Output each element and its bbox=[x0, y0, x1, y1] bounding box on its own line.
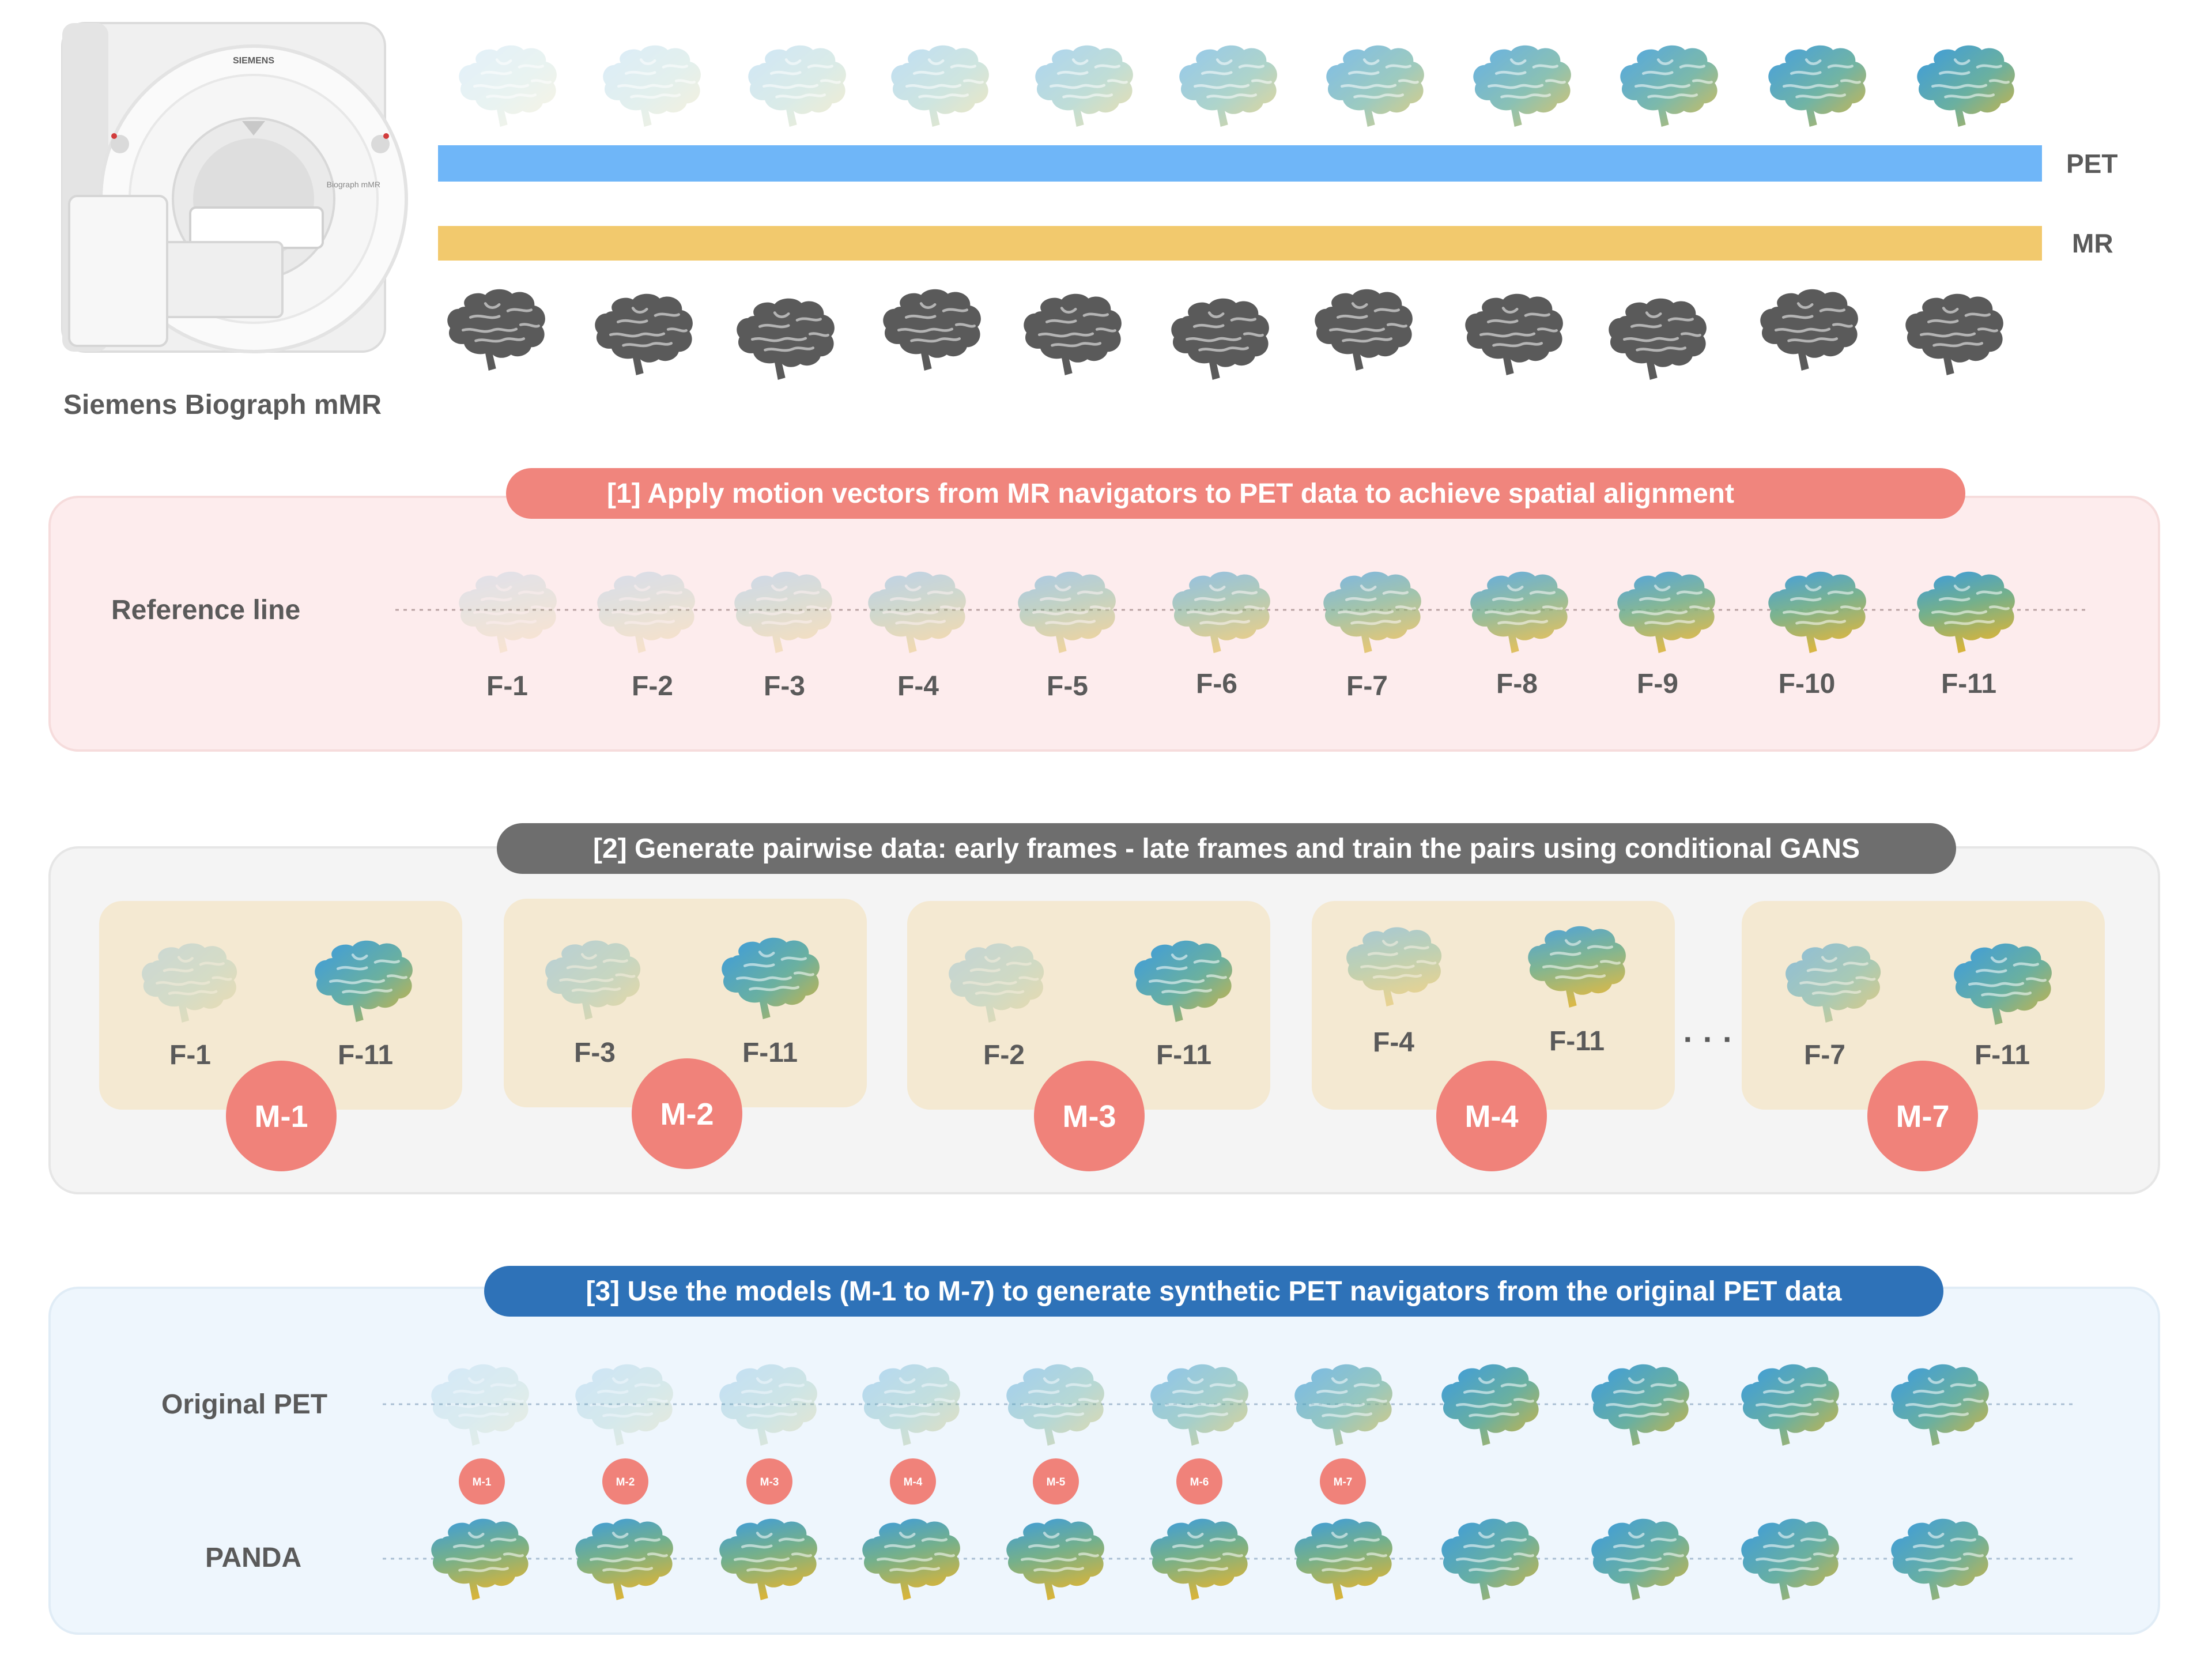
early-frame-label: F-3 bbox=[574, 1038, 616, 1068]
model-markers: M-1 M-2 M-3 M-4 M-5 M-6 bbox=[459, 1458, 1366, 1505]
pet-frame-brain bbox=[1326, 46, 1424, 127]
model-label: M-4 bbox=[1465, 1099, 1519, 1134]
mr-frame-brain bbox=[1465, 294, 1563, 375]
mr-frame-brain bbox=[1760, 289, 1858, 371]
frame-label: F-10 bbox=[1779, 669, 1836, 699]
original-pet-label: Original PET bbox=[161, 1389, 327, 1420]
pet-frame-brain bbox=[1179, 46, 1277, 127]
model-marker: M-1 bbox=[459, 1458, 505, 1505]
pet-frame-brain bbox=[603, 46, 701, 127]
model-marker: M-6 bbox=[1176, 1458, 1222, 1505]
panel3-title-pill bbox=[484, 1266, 1943, 1317]
mr-frame-brain bbox=[1024, 294, 1122, 375]
panel1-title: [1] Apply motion vectors from MR navigat… bbox=[607, 478, 1734, 509]
frame-label: F-1 bbox=[486, 671, 528, 702]
mr-bar bbox=[438, 226, 2042, 261]
pet-frame-brain bbox=[891, 46, 989, 127]
frame-label: F-6 bbox=[1196, 669, 1237, 699]
frame-label: F-8 bbox=[1496, 669, 1538, 699]
pair-card: F-3 F-11 M-2 bbox=[504, 899, 867, 1169]
model-marker: M-4 bbox=[890, 1458, 936, 1505]
pair-card: F-4 F-11 M-4 bbox=[1312, 901, 1675, 1171]
frame-label: F-2 bbox=[632, 671, 673, 702]
model-circle bbox=[226, 1061, 337, 1171]
early-frame-label: F-2 bbox=[983, 1040, 1025, 1070]
pet-brain-row bbox=[459, 46, 2015, 127]
mr-frame-brain bbox=[447, 289, 545, 371]
mr-frame-brain bbox=[1315, 289, 1413, 371]
panel3-title: [3] Use the models (M-1 to M-7) to gener… bbox=[586, 1276, 1841, 1307]
late-frame-label: F-11 bbox=[1156, 1040, 1211, 1070]
mr-label: MR bbox=[2072, 228, 2113, 258]
more-pairs-ellipsis: · · · bbox=[1683, 1021, 1733, 1057]
model-marker-label: M-7 bbox=[1334, 1476, 1353, 1488]
panda-label: PANDA bbox=[205, 1543, 301, 1573]
model-marker-label: M-3 bbox=[760, 1476, 779, 1488]
late-frame-label: F-11 bbox=[338, 1040, 393, 1070]
mr-frame-brain bbox=[1171, 299, 1269, 380]
pet-frame-brain bbox=[1035, 46, 1133, 127]
mr-brain-row bbox=[447, 289, 2003, 380]
model-label: M-1 bbox=[255, 1099, 308, 1134]
pet-frame-brain bbox=[459, 46, 557, 127]
pair-card: F-7 F-11 M-7 bbox=[1742, 901, 2105, 1171]
model-marker: M-3 bbox=[746, 1458, 792, 1505]
scanner-model-tag: Biograph mMR bbox=[327, 180, 380, 189]
late-frame-label: F-11 bbox=[1975, 1040, 2030, 1070]
frame-label: F-3 bbox=[764, 671, 805, 702]
pet-frame-brain bbox=[1768, 46, 1866, 127]
mr-frame-brain bbox=[1905, 294, 2003, 375]
panel-pairwise-training: [2] Generate pairwise data: early frames… bbox=[48, 823, 2160, 1194]
model-circle bbox=[632, 1058, 742, 1169]
pet-label: PET bbox=[2066, 149, 2117, 179]
pet-bar bbox=[438, 145, 2042, 182]
pet-frame-brain bbox=[1917, 46, 2015, 127]
panel-alignment: [1] Apply motion vectors from MR navigat… bbox=[48, 468, 2160, 752]
model-marker-label: M-5 bbox=[1047, 1476, 1066, 1488]
model-circle bbox=[1867, 1061, 1978, 1171]
early-frame-label: F-4 bbox=[1373, 1027, 1414, 1058]
panel1-title-pill bbox=[506, 468, 1965, 519]
frame-label: F-5 bbox=[1047, 671, 1088, 702]
late-frame-label: F-11 bbox=[1549, 1026, 1605, 1057]
model-marker-label: M-6 bbox=[1190, 1476, 1209, 1488]
pair-card: F-1 F-11 M-1 bbox=[99, 901, 462, 1171]
frame-label: F-9 bbox=[1637, 669, 1678, 699]
model-circle bbox=[1436, 1061, 1547, 1171]
reference-line-label: Reference line bbox=[111, 595, 300, 625]
pet-frame-brain bbox=[748, 46, 846, 127]
panel2-title: [2] Generate pairwise data: early frames… bbox=[593, 834, 1860, 864]
scanner-illustration: SIEMENS Biograph mMR bbox=[61, 22, 408, 353]
frame-labels: F-1 F-2 F-3 F-4 F-5 F-6 F-7 F-8 F-9 F-10… bbox=[486, 669, 1996, 702]
mr-frame-brain bbox=[883, 289, 981, 371]
scanner-caption: Siemens Biograph mMR bbox=[63, 390, 382, 420]
late-frame-label: F-11 bbox=[742, 1038, 798, 1068]
model-label: M-2 bbox=[660, 1097, 714, 1132]
model-marker: M-7 bbox=[1320, 1458, 1366, 1505]
pet-frame-brain bbox=[1620, 46, 1718, 127]
pet-frame-brain bbox=[1473, 46, 1571, 127]
model-label: M-3 bbox=[1063, 1099, 1116, 1134]
frame-label: F-4 bbox=[897, 671, 939, 702]
scanner-brand: SIEMENS bbox=[233, 56, 274, 66]
model-marker: M-5 bbox=[1033, 1458, 1079, 1505]
panel-synthesis: [3] Use the models (M-1 to M-7) to gener… bbox=[48, 1266, 2160, 1635]
early-frame-label: F-1 bbox=[169, 1040, 211, 1070]
frame-label: F-7 bbox=[1346, 671, 1388, 702]
mr-frame-brain bbox=[595, 294, 693, 375]
model-label: M-7 bbox=[1896, 1099, 1950, 1134]
frame-label: F-11 bbox=[1941, 669, 1996, 699]
model-marker-label: M-2 bbox=[616, 1476, 635, 1488]
mr-frame-brain bbox=[1609, 299, 1707, 380]
model-marker: M-2 bbox=[602, 1458, 648, 1505]
mr-frame-brain bbox=[737, 299, 835, 380]
model-marker-label: M-1 bbox=[473, 1476, 492, 1488]
panel2-title-pill bbox=[497, 823, 1956, 874]
pair-card: F-2 F-11 M-3 bbox=[907, 901, 1270, 1171]
model-marker-label: M-4 bbox=[904, 1476, 923, 1488]
early-frame-label: F-7 bbox=[1804, 1040, 1845, 1070]
model-circle bbox=[1034, 1061, 1145, 1171]
